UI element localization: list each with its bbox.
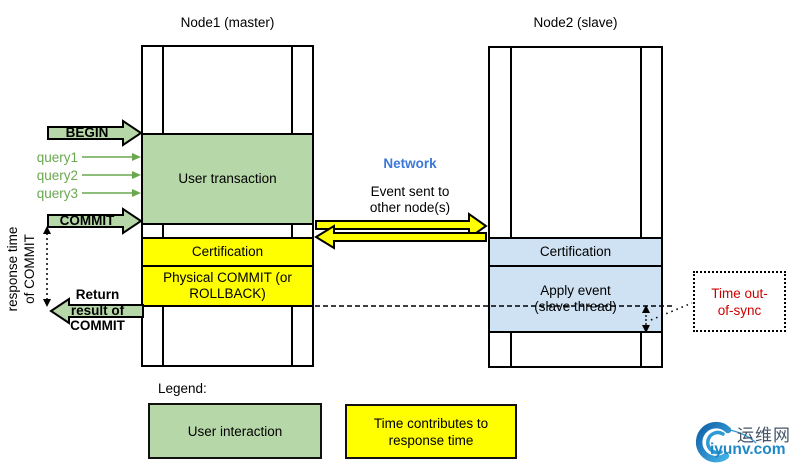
response-time-label: response time of COMMIT [4, 219, 48, 319]
node2-inner-line-left [510, 48, 512, 366]
legend-response-time-line2: response time [388, 432, 474, 448]
node1-title: Node1 (master) [180, 15, 275, 30]
legend-response-time-box: Time contributes to response time [345, 404, 517, 459]
commit-label: COMMIT [59, 213, 115, 228]
physical-commit-line2: ROLLBACK) [189, 286, 266, 301]
watermark-site-url: iyunv.com [710, 441, 786, 458]
network-label: Network [383, 156, 437, 171]
query2-label: query2 [36, 168, 78, 183]
legend-user-interaction-label: User interaction [187, 423, 283, 439]
legend-response-time-line1: Time contributes to [373, 415, 489, 431]
event-sent-line1: Event sent to [370, 184, 450, 199]
response-time-span-icon [43, 226, 51, 307]
node1-certification-label: Certification [191, 244, 264, 259]
begin-arrow-icon [47, 119, 143, 147]
node2-title: Node2 (slave) [533, 15, 618, 30]
commit-arrow-icon [47, 207, 143, 235]
node2-certification-label: Certification [539, 244, 612, 259]
time-out-of-sync-line1: Time out- [711, 285, 768, 301]
query-arrowheads-icon [132, 153, 141, 197]
user-transaction-label: User transaction [178, 171, 277, 186]
out-of-sync-span-icon [642, 305, 650, 333]
query3-label: query3 [36, 186, 78, 201]
return-line2: result of [70, 302, 125, 318]
physical-commit-line1: Physical COMMIT (or [163, 270, 292, 285]
query1-label: query1 [36, 150, 78, 165]
event-sent-line2: other node(s) [369, 200, 451, 215]
return-line1: Return [75, 287, 120, 302]
query-arrows-icon [82, 156, 132, 194]
legend-title: Legend: [158, 381, 207, 396]
return-line3: COMMIT [70, 318, 125, 333]
node2-inner-line-right [640, 48, 642, 366]
out-of-sync-connector-line [650, 302, 693, 321]
time-out-of-sync-line2: of-sync [717, 302, 762, 318]
user-transaction-box: User transaction [141, 133, 314, 225]
begin-label: BEGIN [65, 125, 109, 140]
network-return-arrow-icon [314, 224, 487, 250]
response-time-line1: response time [5, 226, 20, 312]
watermark-logo-icon [695, 421, 757, 463]
response-time-line2: of COMMIT [22, 234, 37, 304]
apply-event-box: Apply event (slave thread) [488, 265, 663, 333]
time-out-of-sync-box: Time out- of-sync [693, 271, 786, 332]
node1-certification-box: Certification [141, 237, 314, 267]
return-result-label: Return result of COMMIT [55, 287, 140, 334]
event-sent-label: Event sent to other node(s) [350, 184, 470, 216]
legend-user-interaction-box: User interaction [148, 403, 322, 459]
return-arrow-icon [49, 297, 144, 325]
watermark-site-name: 运维网 [737, 426, 791, 445]
apply-event-line1: Apply event [540, 283, 611, 298]
physical-commit-box: Physical COMMIT (or ROLLBACK) [141, 265, 314, 307]
